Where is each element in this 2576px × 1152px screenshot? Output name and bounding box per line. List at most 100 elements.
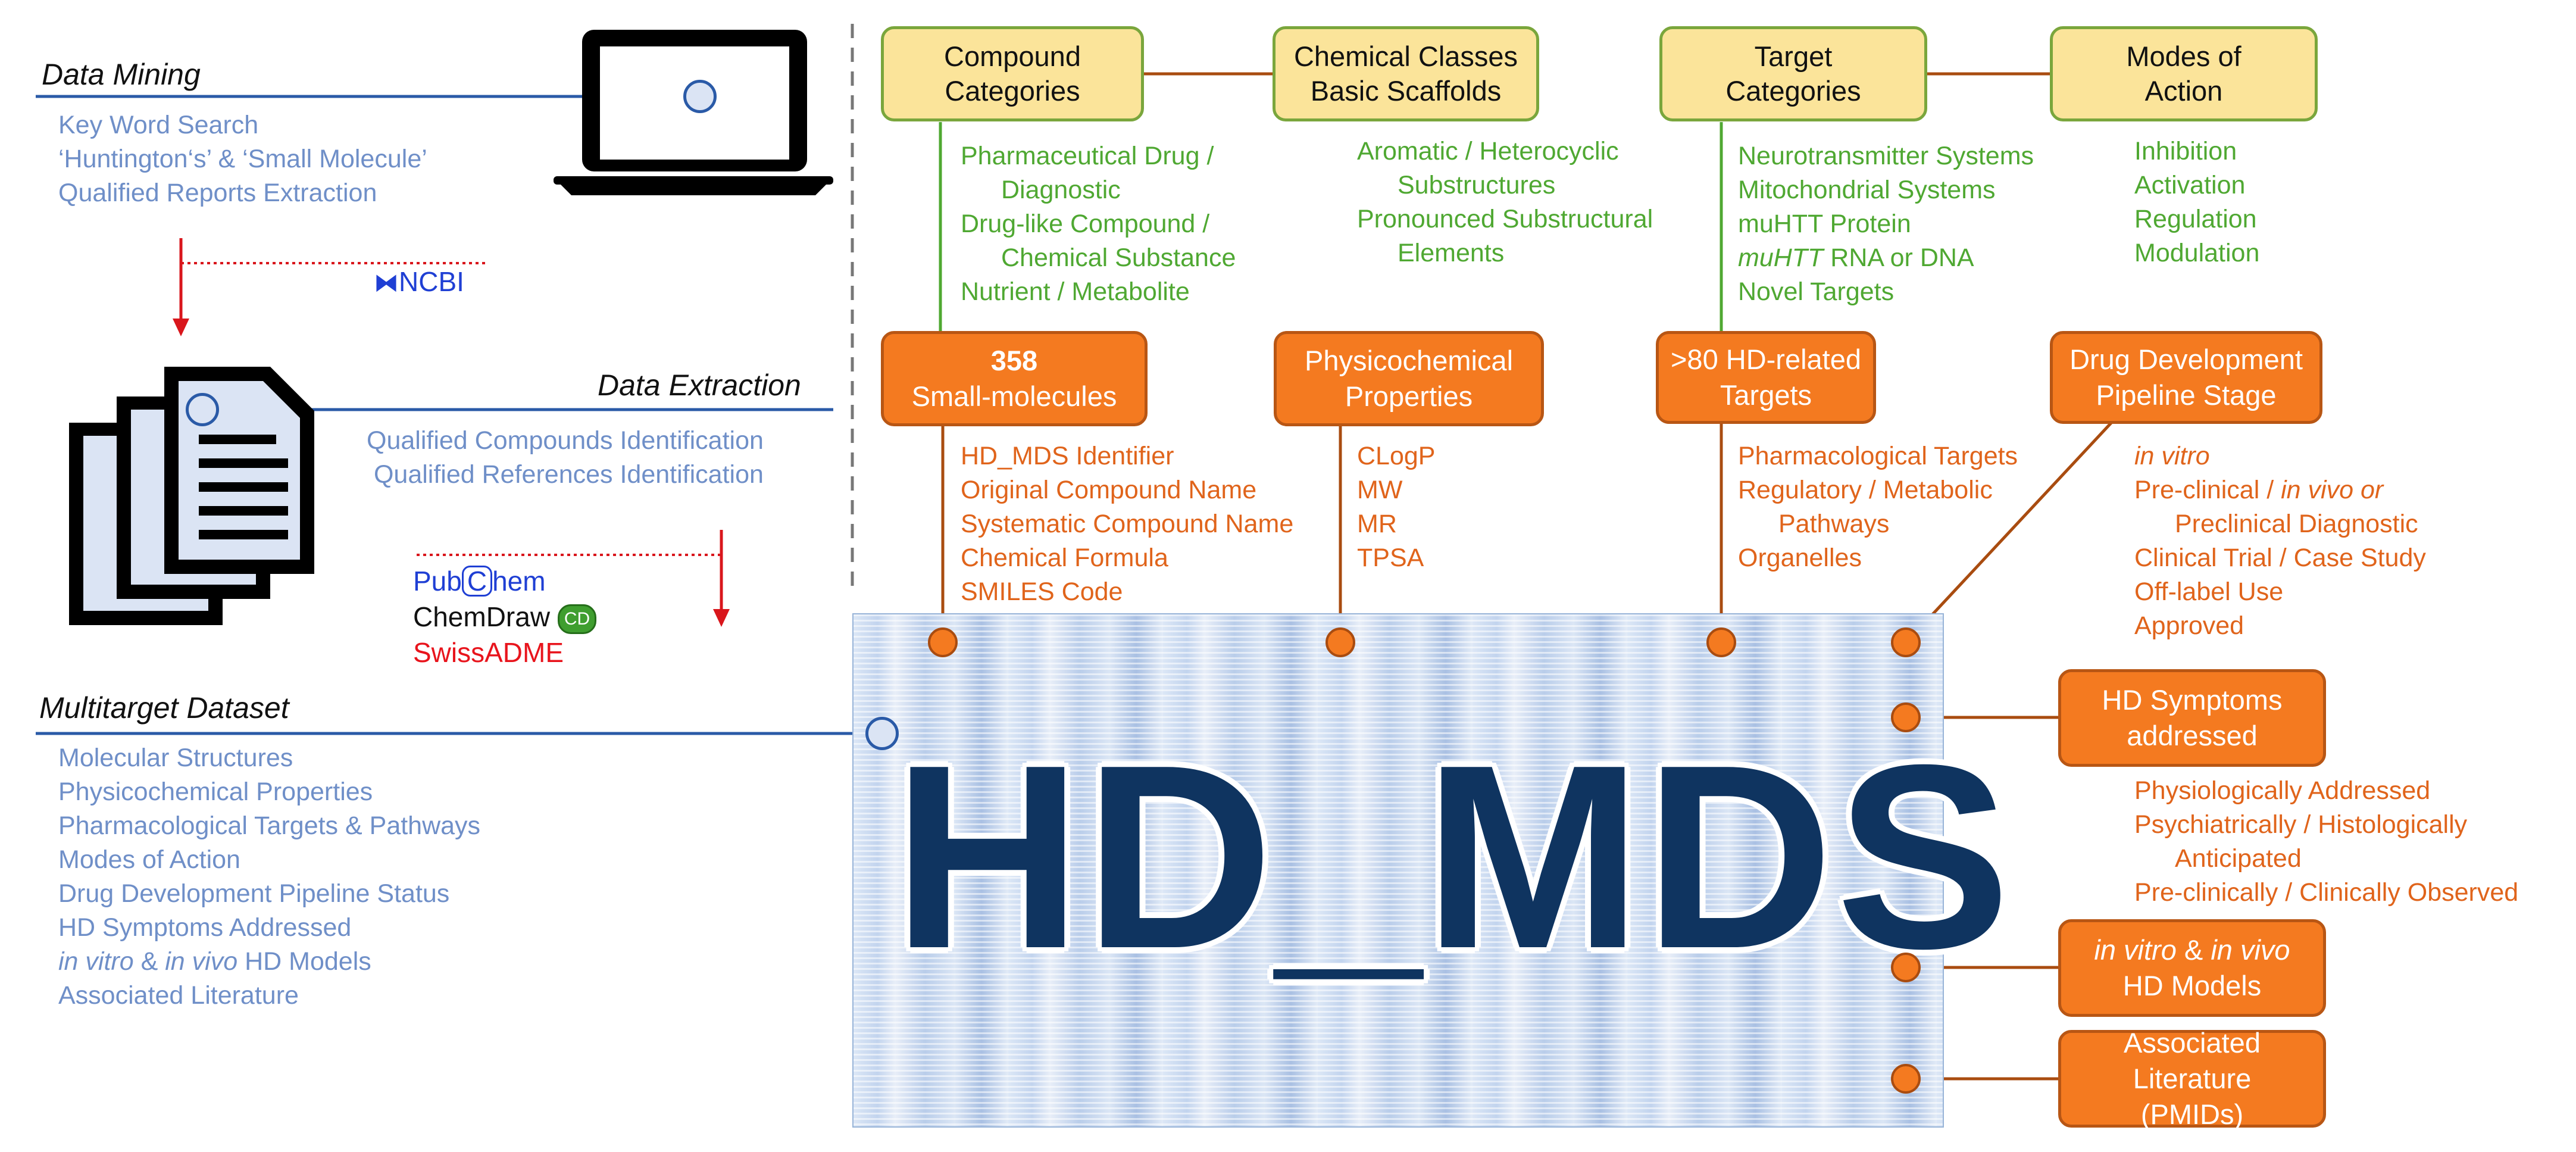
- physicochemical-dot: [1325, 627, 1355, 657]
- modes-of-action-box: Modes of Action: [2050, 26, 2318, 121]
- list-item: Diagnostic: [1001, 176, 1121, 204]
- list-item: Pre-clinical / in vivo or: [2134, 473, 2426, 507]
- chemdraw-label: ChemDraw: [413, 601, 551, 632]
- italic-text: in vitro: [58, 947, 134, 976]
- list-item: muHTT RNA or DNA: [1738, 241, 2034, 275]
- list-item: in vitro & in vivo HD Models: [58, 945, 480, 979]
- dna-icon: ⧓: [374, 269, 399, 296]
- italic-text: in vivo or: [2281, 476, 2384, 504]
- list-item: Organelles: [1738, 544, 1862, 572]
- list-text: Pre-clinical /: [2134, 476, 2281, 504]
- list-item: Approved: [2134, 611, 2244, 640]
- hd-models-box: in vitro & in vivo HD Models: [2058, 919, 2326, 1017]
- pubchem-label-pre: Pub: [413, 566, 462, 597]
- dataset-table-image: [852, 613, 1944, 1128]
- physicochemical-box: Physicochemical Properties: [1274, 331, 1544, 426]
- list-item: Pre-clinically / Clinically Observed: [2134, 878, 2519, 907]
- modes-list: Inhibition Activation Regulation Modulat…: [2134, 135, 2259, 270]
- italic-text: in vitro: [2134, 442, 2210, 470]
- literature-box: Associated Literature (PMIDs): [2058, 1027, 2326, 1130]
- list-item: Off-label Use: [2134, 577, 2284, 606]
- small-molecules-dot: [928, 627, 958, 657]
- list-item: Inhibition: [2134, 137, 2237, 166]
- targets-list: Pharmacological Targets Regulatory / Met…: [1738, 439, 2018, 575]
- data-mining-list: Key Word Search ‘Huntington‘s’ & ‘Small …: [58, 108, 427, 210]
- target-categories-list: Neurotransmitter Systems Mitochondrial S…: [1738, 139, 2034, 309]
- list-item: Nutrient / Metabolite: [961, 277, 1190, 306]
- list-item: Mitochondrial Systems: [1738, 176, 1996, 204]
- italic-text: in vitro: [2094, 934, 2177, 966]
- target-categories-box: Target Categories: [1659, 26, 1927, 121]
- list-item: Qualified References Identification: [373, 460, 764, 489]
- list-item: Key Word Search: [58, 111, 259, 139]
- hd-targets-box: >80 HD-related Targets: [1656, 331, 1876, 424]
- data-extraction-title: Data Extraction: [598, 369, 801, 402]
- list-text: RNA or DNA: [1823, 243, 1974, 272]
- list-item: Substructures: [1398, 171, 1556, 199]
- models-text: HD Models: [237, 947, 371, 976]
- arrow-down-2-head: [713, 609, 730, 627]
- list-item: SMILES Code: [961, 577, 1123, 606]
- chemical-classes-box: Chemical Classes Basic Scaffolds: [1273, 26, 1539, 121]
- list-item: Pharmacological Targets & Pathways: [58, 811, 481, 840]
- list-item: Pharmaceutical Drug /: [961, 142, 1214, 170]
- box-label: >80 HD-related Targets: [1670, 344, 1862, 411]
- list-item: Novel Targets: [1738, 277, 1895, 306]
- models-dot: [1891, 953, 1921, 982]
- amp-text: &: [133, 947, 165, 976]
- ncbi-logo: ⧓NCBI: [374, 266, 464, 298]
- pubchem-label-post: hem: [492, 566, 546, 597]
- list-item: HD_MDS Identifier: [961, 442, 1174, 470]
- data-mining-dot: [683, 80, 717, 113]
- list-item: Qualified Reports Extraction: [58, 179, 377, 207]
- list-item: Aromatic / Heterocyclic: [1357, 137, 1619, 166]
- list-item: muHTT Protein: [1738, 210, 1911, 238]
- multitarget-list: Molecular Structures Physicochemical Pro…: [58, 741, 480, 1013]
- box-label: Physicochemical Properties: [1304, 345, 1514, 412]
- multitarget-dot: [865, 717, 899, 750]
- link-pipeline-dot: [1905, 419, 2115, 644]
- box-label: Drug Development Pipeline Stage: [2069, 344, 2303, 411]
- list-item: Regulation: [2134, 205, 2257, 233]
- box-label: Modes of Action: [2126, 40, 2242, 107]
- list-item: in vitro: [2134, 439, 2426, 473]
- compound-count: 358: [990, 345, 1038, 376]
- italic-text: in vivo: [2211, 934, 2290, 966]
- box-label: HD Symptoms addressed: [2102, 684, 2283, 751]
- symptoms-dot: [1891, 703, 1921, 732]
- data-mining-title: Data Mining: [42, 58, 201, 91]
- list-item: Anticipated: [2175, 844, 2302, 873]
- list-item: Activation: [2134, 171, 2246, 199]
- compound-categories-box: Compound Categories: [881, 26, 1144, 121]
- compound-categories-list: Pharmaceutical Drug / Diagnostic Drug-li…: [961, 139, 1236, 309]
- list-item: Clinical Trial / Case Study: [2134, 544, 2426, 572]
- list-item: HD Symptoms Addressed: [58, 913, 352, 942]
- chemdraw-badge: CD: [557, 604, 597, 634]
- targets-dot: [1706, 627, 1736, 657]
- box-label: Small-molecules: [911, 380, 1117, 412]
- pipeline-stage-box: Drug Development Pipeline Stage: [2050, 331, 2322, 424]
- italic-text: in vivo: [165, 947, 238, 976]
- literature-dot: [1891, 1064, 1921, 1094]
- italic-text: muHTT: [1738, 243, 1824, 272]
- laptop-icon: [554, 30, 833, 195]
- list-item: Neurotransmitter Systems: [1738, 142, 2034, 170]
- models-line-1: in vitro & in vivo: [2094, 932, 2290, 968]
- multitarget-title: Multitarget Dataset: [39, 691, 289, 725]
- list-item: Pathways: [1778, 510, 1890, 538]
- pubchem-hexagon-c: C: [461, 566, 493, 597]
- list-item: Systematic Compound Name: [961, 510, 1294, 538]
- list-item: Regulatory / Metabolic: [1738, 476, 1993, 504]
- list-item: Modulation: [2134, 239, 2260, 267]
- list-item: CLogP: [1357, 442, 1436, 470]
- data-extraction-list: Qualified Compounds Identification Quali…: [367, 424, 764, 492]
- list-item: Original Compound Name: [961, 476, 1257, 504]
- scaffolds-list: Aromatic / Heterocyclic Substructures Pr…: [1357, 135, 1653, 270]
- box-label: Target Categories: [1725, 40, 1861, 107]
- list-item: Molecular Structures: [58, 744, 293, 772]
- list-item: TPSA: [1357, 544, 1424, 572]
- hd-mds-title: HD_MDS: [893, 711, 2013, 1003]
- amp-text: &: [2176, 934, 2211, 966]
